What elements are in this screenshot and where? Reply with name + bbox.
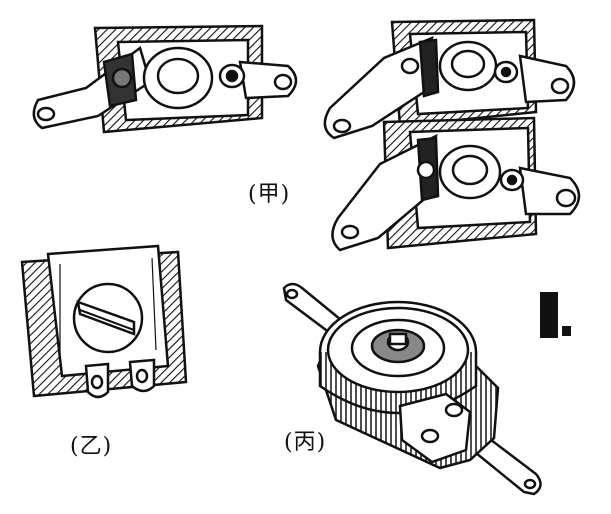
trimmer-c	[282, 282, 542, 496]
label-jia: (甲)	[248, 182, 291, 207]
trimmer-a-right-upper	[323, 18, 576, 140]
trimmer-a-right-lower	[331, 116, 581, 252]
label-yi: (乙)	[70, 434, 113, 459]
figure-mark	[540, 292, 571, 338]
trimmer-b	[20, 244, 188, 399]
label-bing: (丙)	[284, 430, 327, 455]
trimmer-a-left	[32, 24, 298, 134]
